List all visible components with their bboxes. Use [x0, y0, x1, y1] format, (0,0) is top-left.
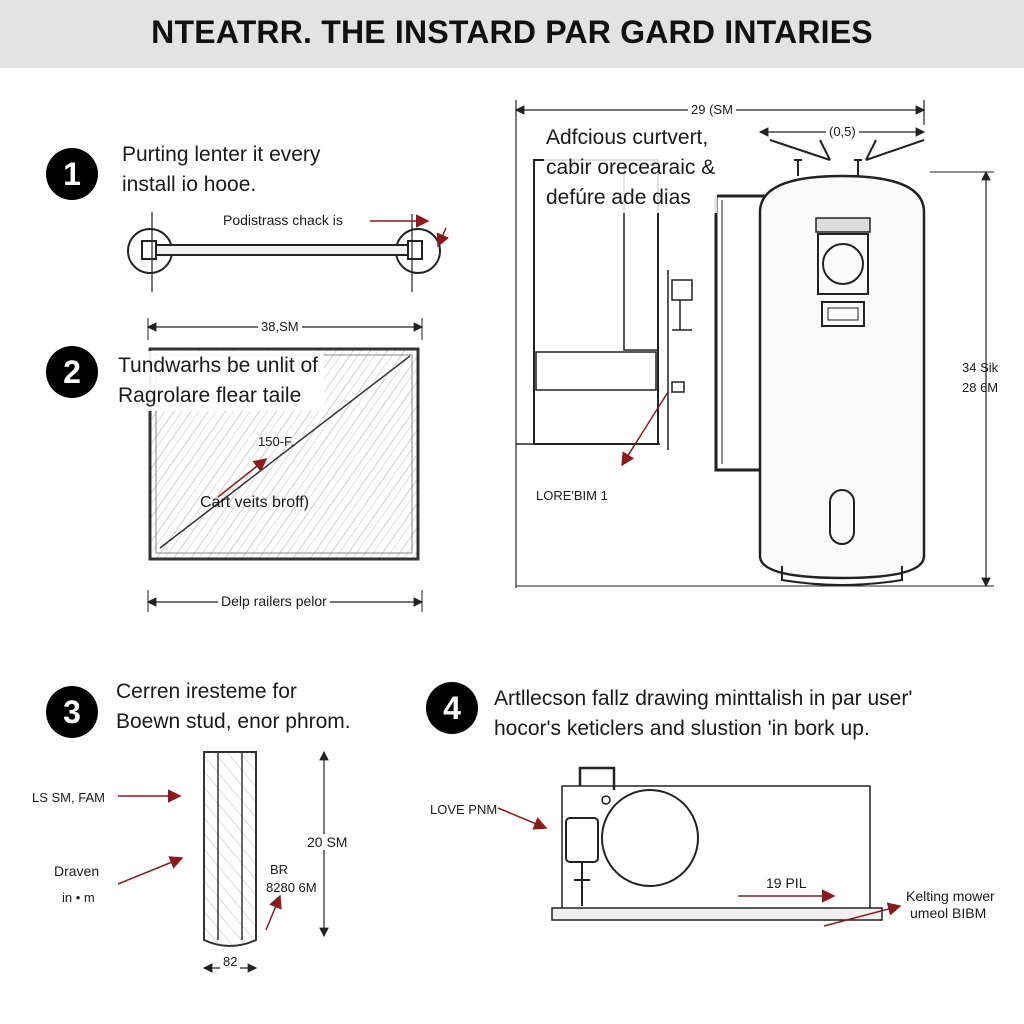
step-3-line-1: Cerren iresteme for: [116, 680, 297, 703]
step-3-badge: 3: [46, 686, 98, 738]
stud-mid-label-2: 8280 6M: [266, 880, 317, 895]
panel-mid-label: 150-F.: [258, 434, 295, 449]
unit-drawing: [497, 766, 902, 927]
heater-valve-dimension: (0,5): [826, 124, 859, 139]
heater-description: Adfcious curtvert, cabir orecearaic & de…: [544, 123, 718, 213]
stud-mid-label-1: BR: [270, 862, 289, 877]
stud-bottom-dimension: 82: [220, 954, 241, 969]
step-2-line-2: Ragrolare flear taile: [118, 384, 302, 407]
step-4-line-2: hocor's keticlers and slustion 'in bork …: [494, 717, 870, 740]
unit-mid-label: 19 PIL: [766, 875, 807, 891]
step-3-line-2: Boewn stud, enor phrom.: [116, 710, 351, 733]
stud-left-label-2: Draven: [54, 863, 100, 879]
unit-right-label-1: Kelting mower: [906, 888, 995, 904]
rail-bracket-drawing: [127, 212, 450, 292]
heater-line-1: Adfcious curtvert,: [546, 126, 709, 149]
step-1-badge: 1: [46, 148, 98, 200]
bracket-callout-label: Podistrass chack is: [220, 212, 346, 228]
panel-callout-label: Cart veits broff): [200, 494, 310, 511]
step-1-line-1: Purting lenter it every: [122, 143, 321, 166]
unit-left-label: LOVE PNM: [430, 802, 498, 817]
title-banner: NTEATRR. THE INSTARD PAR GARD INTARIES: [0, 0, 1024, 68]
heater-line-3: defúre ade dias: [546, 186, 691, 209]
panel-bottom-dimension: Delp railers pelor: [218, 593, 330, 609]
water-heater-drawing: [514, 100, 994, 588]
step-1-line-2: install io hooe.: [122, 173, 257, 196]
step-4-text: Artllecson fallz drawing minttalish in p…: [494, 684, 912, 744]
stud-drawing: [117, 750, 329, 973]
page-title: NTEATRR. THE INSTARD PAR GARD INTARIES: [151, 14, 873, 50]
stud-height-dimension: 20 SM: [304, 834, 351, 850]
unit-right-label-2: umeol BIBM: [910, 905, 987, 921]
step-4-line-1: Artllecson fallz drawing minttalish in p…: [494, 687, 913, 710]
step-2-badge: 2: [46, 346, 98, 398]
step-4-badge: 4: [426, 682, 478, 734]
stud-left-label-1: LS SM, FAM: [32, 790, 105, 805]
heater-height-label-1: 34 Sik: [962, 360, 999, 375]
stud-left-label-3: in • m: [62, 890, 95, 905]
step-2-text: Tundwarhs be unlit of Ragrolare flear ta…: [112, 351, 325, 411]
step-3-text: Cerren iresteme for Boewn stud, enor phr…: [116, 677, 351, 737]
heater-top-dimension: 29 (SM: [688, 102, 736, 117]
panel-top-dimension: 38,SM: [258, 319, 302, 334]
heater-pipe-label: LORE'BIM 1: [536, 488, 608, 503]
heater-line-2: cabir orecearaic &: [546, 156, 716, 179]
step-2-line-1: Tundwarhs be unlit of: [118, 354, 319, 377]
heater-height-label-2: 28 6M: [962, 380, 999, 395]
step-1-text: Purting lenter it every install io hooe.: [122, 140, 320, 200]
